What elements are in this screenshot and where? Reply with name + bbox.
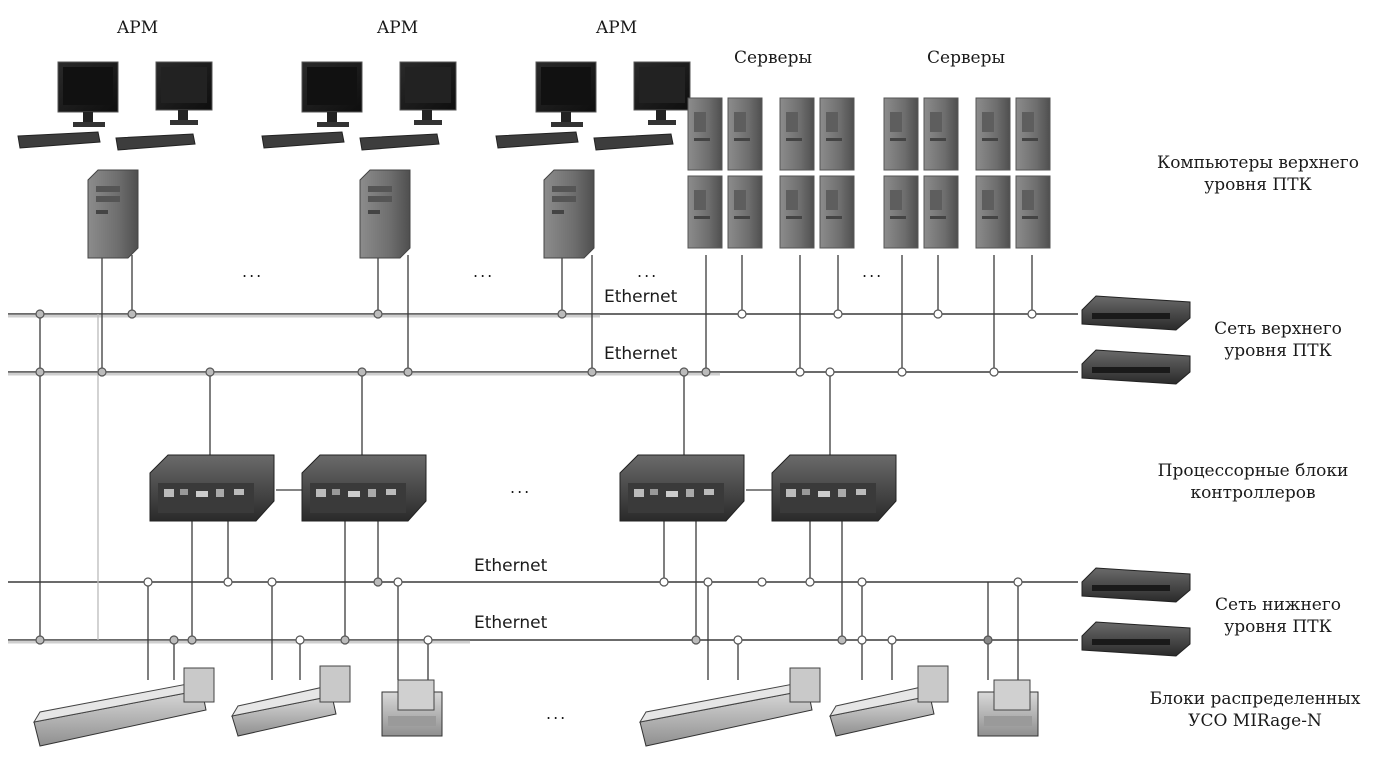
ellipsis-4: ... [862, 262, 884, 281]
level-processors-line2: контроллеров [1190, 483, 1316, 504]
ellipsis-5: ... [510, 478, 532, 497]
server-group-1 [687, 97, 855, 249]
arm-label-3: APM [596, 18, 638, 38]
lower-network-lines [8, 581, 1078, 644]
ethernet-label-3: Ethernet [474, 556, 548, 576]
level-top-computers-line1: Компьютеры верхнего [1157, 153, 1359, 173]
connection-lines [39, 255, 1033, 680]
io-block-3 [381, 679, 443, 737]
level-top-computers: Компьютеры верхнего уровня ПТК [1138, 152, 1378, 196]
upper-switch-2 [1081, 349, 1191, 385]
ellipsis-2: ... [473, 262, 495, 281]
processor-block-3 [619, 454, 745, 522]
arm-label-2: APM [377, 18, 419, 38]
workstation-2 [261, 61, 457, 259]
level-top-network: Сеть верхнего уровня ПТК [1188, 318, 1368, 362]
level-processors: Процессорные блоки контроллеров [1138, 460, 1368, 504]
upper-switch-1 [1081, 295, 1191, 331]
level-io-blocks-line1: Блоки распределенных [1149, 689, 1361, 709]
io-block-5 [829, 665, 949, 737]
io-block-2 [231, 665, 351, 737]
workstation-1 [17, 61, 213, 259]
io-block-6 [977, 679, 1039, 737]
ellipsis-1: ... [242, 262, 264, 281]
level-top-computers-line2: уровня ПТК [1204, 175, 1312, 196]
workstation-3 [495, 61, 691, 259]
lower-switch-1 [1081, 567, 1191, 603]
io-block-4 [639, 667, 821, 747]
ethernet-label-2: Ethernet [604, 344, 678, 364]
server-group-2 [883, 97, 1051, 249]
processor-block-4 [771, 454, 897, 522]
lower-switch-2 [1081, 621, 1191, 657]
level-bottom-network: Сеть нижнего уровня ПТК [1188, 594, 1368, 638]
level-io-blocks-line2: УСО MIRage-N [1188, 711, 1322, 732]
ellipsis-3: ... [637, 262, 659, 281]
upper-network-lines [8, 313, 1078, 376]
ellipsis-6: ... [546, 704, 568, 723]
level-io-blocks: Блоки распределенных УСО MIRage-N [1132, 688, 1378, 732]
arm-label-1: APM [117, 18, 159, 38]
level-top-network-line1: Сеть верхнего [1214, 319, 1342, 339]
servers-label-1: Серверы [734, 48, 812, 68]
servers-label-2: Серверы [927, 48, 1005, 68]
processor-block-1 [149, 454, 275, 522]
io-block-1 [33, 667, 215, 747]
ethernet-label-1: Ethernet [604, 287, 678, 307]
processor-block-2 [301, 454, 427, 522]
level-top-network-line2: уровня ПТК [1224, 341, 1332, 362]
ethernet-label-4: Ethernet [474, 613, 548, 633]
junction-nodes [35, 309, 1037, 645]
level-bottom-network-line1: Сеть нижнего [1215, 595, 1341, 615]
level-bottom-network-line2: уровня ПТК [1224, 617, 1332, 638]
level-processors-line1: Процессорные блоки [1157, 461, 1349, 481]
